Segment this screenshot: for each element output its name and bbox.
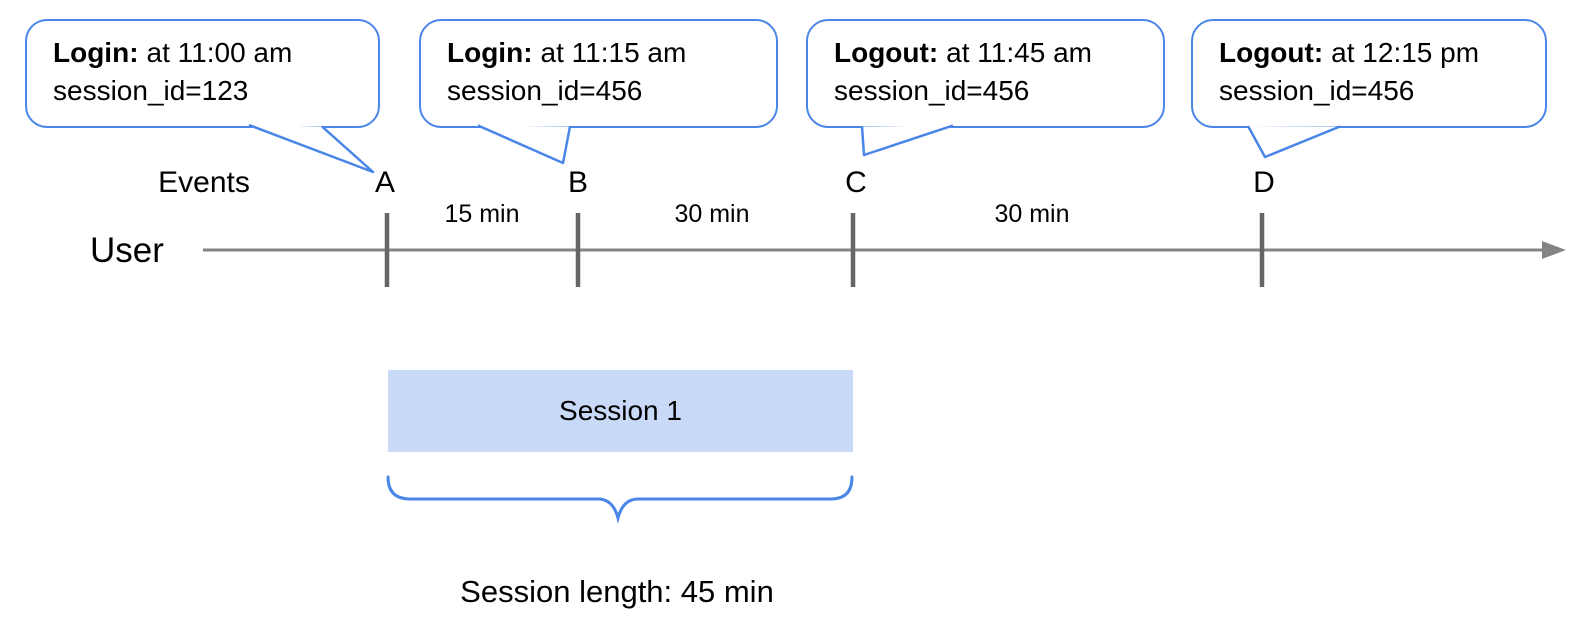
interval-label-bc: 30 min [674, 200, 750, 228]
callout-tail-c [860, 124, 954, 157]
callout-tail-d [1246, 125, 1341, 159]
events-axis-label: Events [158, 166, 250, 199]
session-id-label: session_id=456 [1219, 75, 1415, 106]
interval-label-ab: 15 min [444, 200, 520, 228]
user-row-label: User [90, 231, 164, 270]
event-type-label: Logout: [834, 37, 939, 68]
event-marker-d: D [1253, 166, 1275, 199]
callout-login-a: Login:at 11:00 am session_id=123 [25, 19, 380, 128]
event-marker-b: B [567, 166, 589, 199]
session-id-label: session_id=123 [53, 75, 249, 106]
callout-line1: Login:at 11:00 am [53, 34, 368, 72]
session-id-label: session_id=456 [834, 75, 1030, 106]
event-time-label: at 11:15 am [540, 37, 687, 68]
callout-logout-d: Logout:at 12:15 pm session_id=456 [1191, 19, 1547, 128]
interval-label-cd: 30 min [994, 200, 1070, 228]
event-type-label: Login: [447, 37, 533, 68]
callout-line1: Login:at 11:15 am [447, 34, 766, 72]
event-marker-c: C [845, 166, 867, 199]
callout-tail-b [477, 124, 572, 165]
callout-login-b: Login:at 11:15 am session_id=456 [419, 19, 778, 128]
timeline-arrowhead-icon [1542, 241, 1566, 259]
callout-logout-c: Logout:at 11:45 am session_id=456 [806, 19, 1165, 128]
session-length-brace [386, 475, 854, 524]
event-time-label: at 11:45 am [946, 37, 1092, 68]
callout-line1: Logout:at 12:15 pm [1219, 34, 1535, 72]
session-length-label: Session length: 45 min [460, 574, 774, 609]
event-marker-a: A [374, 166, 396, 199]
event-time-label: at 12:15 pm [1331, 37, 1480, 68]
session-bar-label: Session 1 [559, 395, 682, 426]
callout-line1: Logout:at 11:45 am [834, 34, 1153, 72]
event-type-label: Login: [53, 37, 139, 68]
session-bar: Session 1 [388, 370, 853, 452]
event-time-label: at 11:00 am [146, 37, 293, 68]
session-id-label: session_id=456 [447, 75, 643, 106]
event-type-label: Logout: [1219, 37, 1324, 68]
callout-tail-a [248, 123, 375, 174]
